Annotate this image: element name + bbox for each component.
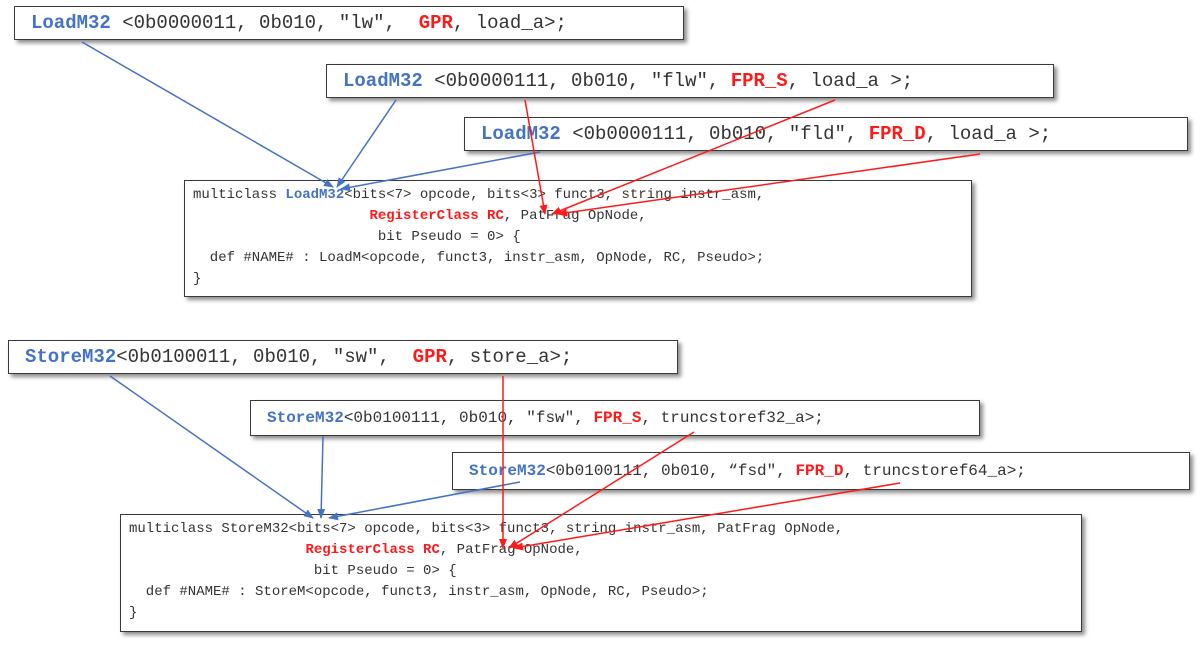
instance-reg: GPR [418, 12, 453, 34]
instance-reg: FPR_S [593, 409, 642, 427]
load-name-arrow-1 [81, 41, 334, 188]
instance-name: StoreM32 [25, 346, 117, 368]
load-instance-gpr: LoadM32 <0b0000011, 0b010, "lw", GPR, lo… [14, 6, 684, 40]
instance-reg: GPR [412, 346, 447, 368]
code-line-4: def #NAME# : LoadM<opcode, funct3, instr… [193, 250, 765, 266]
instance-args-end: , store_a>; [446, 346, 573, 368]
instance-name: LoadM32 [481, 123, 561, 145]
code-text: , PatFrag OpNode, [503, 208, 647, 224]
multiclass-name: LoadM32 [285, 187, 345, 203]
instance-reg: FPR_D [795, 462, 844, 480]
load-instance-fpr-d: LoadM32 <0b0000111, 0b010, "fld", FPR_D,… [464, 117, 1188, 151]
instance-args-end: , load_a >; [925, 123, 1052, 145]
code-line-3: bit Pseudo = 0> { [129, 563, 457, 579]
code-line-5: } [129, 605, 138, 621]
instance-args: <0b0100111, 0b010, “fsd", [545, 462, 796, 480]
instance-name: LoadM32 [31, 12, 111, 34]
instance-args: <0b0000111, 0b010, "fld", [560, 123, 869, 145]
load-name-arrow-2 [336, 99, 397, 188]
register-class-param: RegisterClass RC [369, 208, 504, 224]
load-instance-fpr-s: LoadM32 <0b0000111, 0b010, "flw", FPR_S,… [326, 64, 1054, 98]
instance-args: <0b0100111, 0b010, "fsw", [343, 409, 594, 427]
instance-name: StoreM32 [469, 462, 546, 480]
code-line-2: RegisterClass RC, PatFrag OpNode, [129, 540, 1073, 561]
code-text: , PatFrag OpNode, [439, 542, 583, 558]
instance-args-end: , load_a >; [787, 70, 914, 92]
store-instance-fpr-d: StoreM32<0b0100111, 0b010, “fsd", FPR_D,… [452, 452, 1190, 490]
store-name-arrow-1 [109, 375, 314, 519]
instance-reg: FPR_D [868, 123, 926, 145]
instance-args: <0b0000111, 0b010, "flw", [422, 70, 731, 92]
code-indent [193, 208, 369, 224]
instance-args: <0b0100011, 0b010, "sw", [116, 346, 413, 368]
instance-args-end: , load_a>; [452, 12, 567, 34]
register-class-param: RegisterClass RC [305, 542, 440, 558]
store-name-arrow-2 [317, 435, 326, 519]
code-text: <bits<7> opcode, bits<3> funct3, string … [344, 187, 765, 203]
code-line-5: } [193, 271, 202, 287]
code-line-3: bit Pseudo = 0> { [193, 229, 521, 245]
code-line-1: multiclass LoadM32<bits<7> opcode, bits<… [193, 185, 963, 206]
instance-args-end: , truncstoref32_a>; [641, 409, 824, 427]
code-line-2: RegisterClass RC, PatFrag OpNode, [193, 206, 963, 227]
instance-name: StoreM32 [267, 409, 344, 427]
code-line-1: multiclass StoreM32<bits<7> opcode, bits… [129, 521, 844, 537]
code-line-4: def #NAME# : StoreM<opcode, funct3, inst… [129, 584, 709, 600]
instance-args-end: , truncstoref64_a>; [843, 462, 1026, 480]
load-multiclass-definition: multiclass LoadM32<bits<7> opcode, bits<… [184, 180, 972, 297]
store-multiclass-definition: multiclass StoreM32<bits<7> opcode, bits… [120, 514, 1082, 632]
store-instance-fpr-s: StoreM32<0b0100111, 0b010, "fsw", FPR_S,… [250, 400, 980, 436]
code-indent [129, 542, 305, 558]
instance-reg: FPR_S [730, 70, 788, 92]
store-instance-gpr: StoreM32<0b0100011, 0b010, "sw", GPR, st… [8, 340, 678, 374]
instance-name: LoadM32 [343, 70, 423, 92]
code-text: multiclass [193, 187, 286, 203]
instance-args: <0b0000011, 0b010, "lw", [110, 12, 419, 34]
